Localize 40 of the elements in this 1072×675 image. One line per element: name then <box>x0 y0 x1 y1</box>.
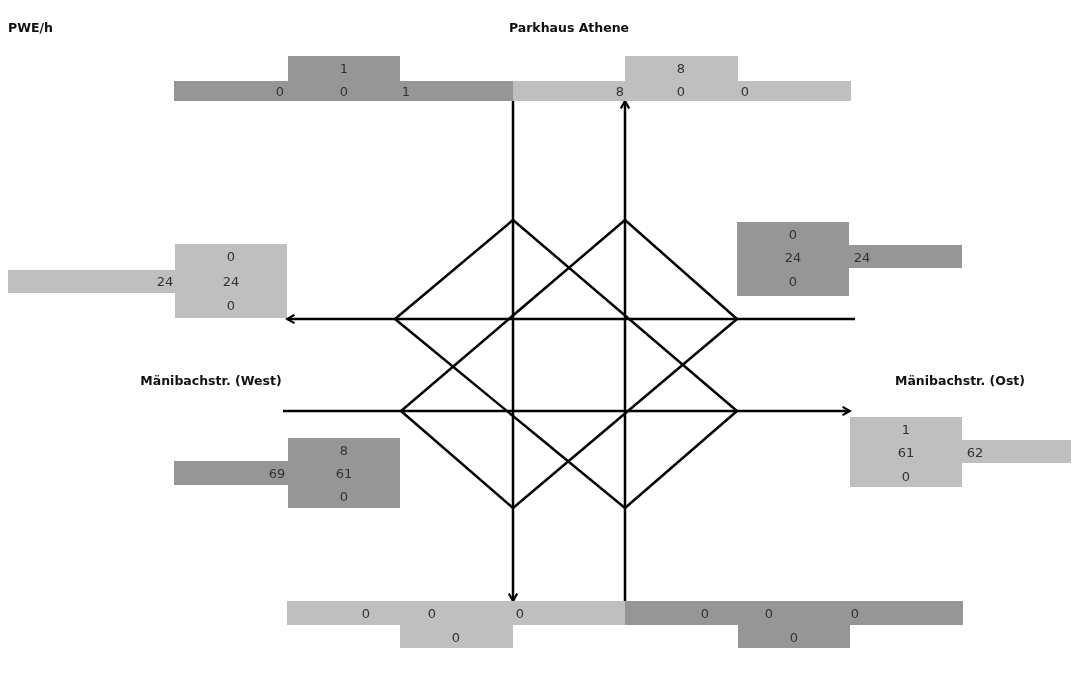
traffic-count: 0 <box>226 298 236 312</box>
traffic-count: 8 <box>676 61 686 75</box>
traffic-count: 0 <box>788 274 798 288</box>
street-label: Mänibachstr. (Ost) <box>894 372 1026 388</box>
traffic-count: 0 <box>789 630 799 644</box>
traffic-count: 69 <box>268 466 286 480</box>
traffic-count: 0 <box>764 606 774 620</box>
traffic-count: 0 <box>740 84 750 98</box>
traffic-count: 1 <box>901 422 911 436</box>
traffic-count: 61 <box>335 466 353 480</box>
street-label: Mänibachstr. (West) <box>140 372 282 388</box>
traffic-count: 8 <box>339 443 349 457</box>
traffic-count: 24 <box>222 274 240 288</box>
traffic-count: 62 <box>966 445 984 459</box>
traffic-count: 0 <box>515 606 525 620</box>
traffic-count: 0 <box>451 630 461 644</box>
traffic-count: 61 <box>897 445 915 459</box>
arrow <box>285 313 855 325</box>
traffic-count: 24 <box>853 250 871 264</box>
traffic-count: 0 <box>226 249 236 263</box>
traffic-count: 0 <box>676 84 686 98</box>
traffic-count: 24 <box>784 250 802 264</box>
traffic-count: 0 <box>850 606 860 620</box>
traffic-count: 0 <box>275 84 285 98</box>
arrow <box>507 101 519 603</box>
traffic-count: 0 <box>901 469 911 483</box>
traffic-count: 24 <box>156 274 174 288</box>
traffic-count: 1 <box>401 84 411 98</box>
traffic-count: 0 <box>339 489 349 503</box>
arrow <box>283 405 852 417</box>
arrow <box>619 99 631 601</box>
traffic-count: 0 <box>339 84 349 98</box>
traffic-count: 0 <box>788 227 798 241</box>
traffic-count: 0 <box>427 606 437 620</box>
traffic-count: 1 <box>339 61 349 75</box>
traffic-count: 0 <box>700 606 710 620</box>
traffic-count: 0 <box>361 606 371 620</box>
street-label: Parkhaus Athene <box>508 19 630 35</box>
traffic-count: 8 <box>615 84 625 98</box>
unit-label: PWE/h <box>8 19 53 35</box>
